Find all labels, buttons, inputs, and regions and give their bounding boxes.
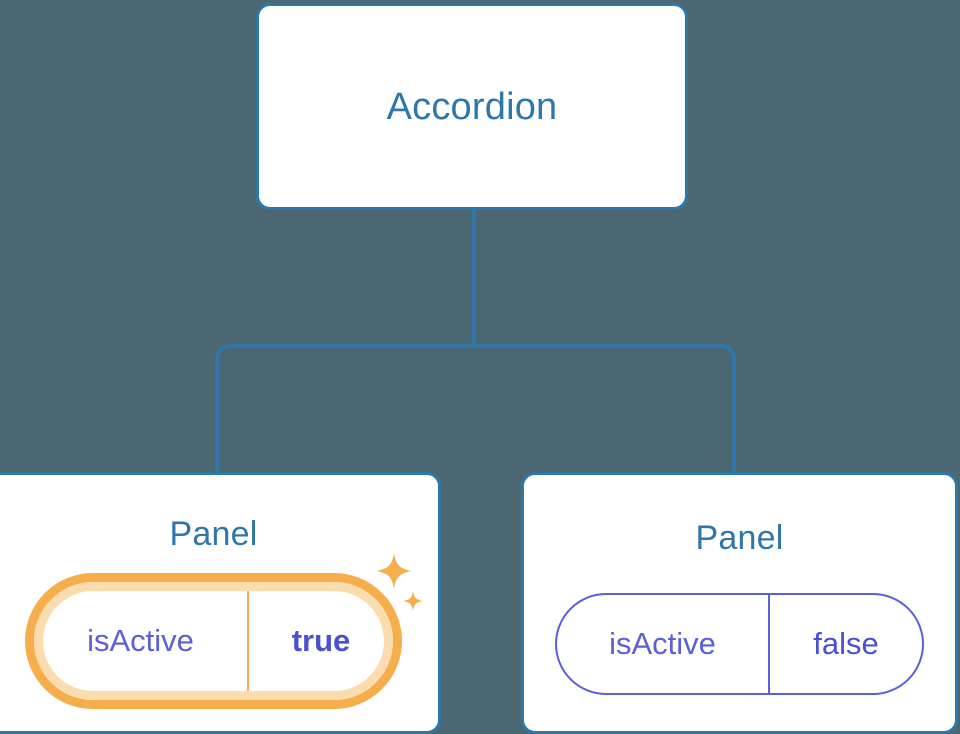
prop-pill-highlight-glow (34, 582, 393, 700)
node-panel-left[interactable]: Panel isActive true (0, 472, 441, 734)
node-title: Panel (695, 519, 784, 557)
prop-value: false (813, 626, 879, 661)
prop-pill-wrapper: isActive false (555, 593, 924, 695)
connector-branch-left (215, 344, 474, 474)
sparkle-star-small-icon (403, 591, 423, 611)
prop-pill-highlighted-wrapper: isActive true (25, 573, 402, 709)
prop-pill-is-active[interactable]: isActive true (25, 573, 402, 709)
prop-key: isActive (557, 595, 770, 693)
prop-pill-is-active[interactable]: isActive false (555, 593, 924, 695)
node-panel-right[interactable]: Panel isActive false (521, 472, 958, 734)
node-title: Panel (169, 515, 258, 553)
connector-branch-right (474, 344, 736, 474)
node-title: Accordion (386, 85, 558, 128)
node-accordion[interactable]: Accordion (256, 3, 688, 210)
